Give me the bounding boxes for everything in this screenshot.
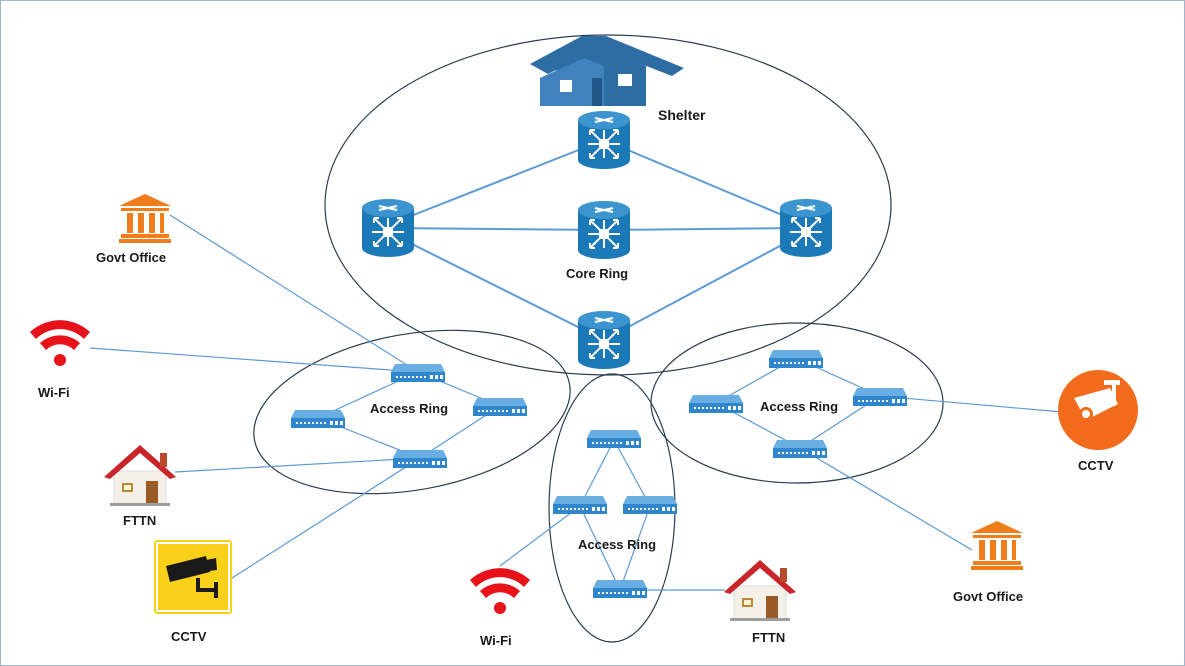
core-router-right [779,198,833,258]
wifi-bottom-icon [470,568,530,614]
switch-right-bottom [773,440,827,458]
fttn-left-label: FTTN [123,513,156,528]
fttn-bottom-icon [723,559,797,622]
switch-right-right [853,388,907,406]
switch-left-top [391,364,445,382]
core-router-top [577,110,631,170]
shelter-label: Shelter [658,107,706,123]
core-router-bottom [577,310,631,370]
cctv-left-label: CCTV [171,629,207,644]
access-ring-right-label: Access Ring [760,399,838,414]
switch-bottom-top [587,430,641,448]
wifi-left-label: Wi-Fi [38,385,70,400]
access-ring-left-label: Access Ring [370,401,448,416]
wifi-bottom-label: Wi-Fi [480,633,512,648]
core-ring-label: Core Ring [566,266,628,281]
switch-left-right [473,398,527,416]
cctv-right-icon [1058,370,1138,450]
switch-bottom-right [623,496,677,514]
cctv-right-label: CCTV [1078,458,1114,473]
shelter-icon [530,36,684,106]
core-links [387,139,807,341]
switch-bottom-left [553,496,607,514]
switch-left-bottom [393,450,447,468]
wifi-left-icon [30,320,90,366]
fttn-bottom-label: FTTN [752,630,785,645]
switch-right-top [769,350,823,368]
core-ring-ellipse [324,34,892,376]
govt-office-left-label: Govt Office [96,250,166,265]
switch-right-left [689,395,743,413]
access-ring-left-ellipse [253,329,571,495]
core-router-center [577,200,631,260]
switch-left-left [291,410,345,428]
core-router-left [361,198,415,258]
govt-office-left-icon [119,194,171,243]
ring-ellipses [253,34,944,643]
switch-bottom-bottom [593,580,647,598]
govt-office-right-label: Govt Office [953,589,1023,604]
fttn-left-icon [103,444,177,507]
govt-office-right-icon [971,521,1023,570]
cctv-left-icon [154,540,232,614]
access-ring-bottom-label: Access Ring [578,537,656,552]
